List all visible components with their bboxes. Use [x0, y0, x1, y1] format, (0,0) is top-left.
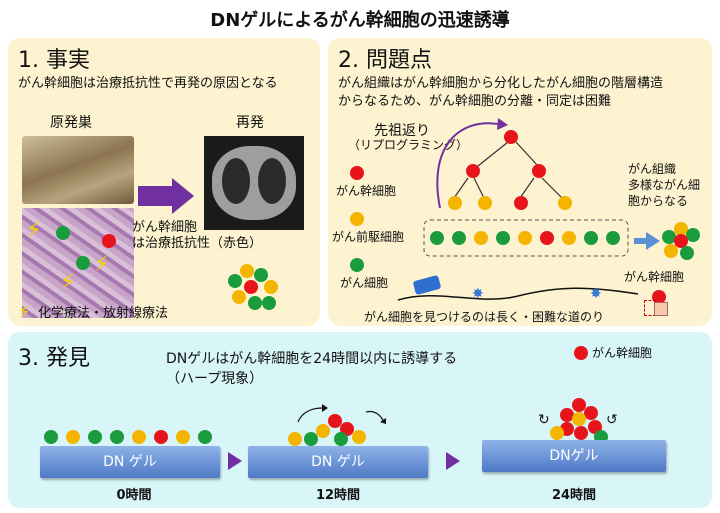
problem-text-line2: からなるため、がん幹細胞の分離・同定は困難	[338, 94, 612, 109]
time-label-0h: 0時間	[116, 488, 152, 503]
cancer-cell-dot	[56, 226, 70, 240]
stem-cell-dot	[504, 130, 518, 144]
legend-stem-label: がん幹細胞	[592, 346, 653, 360]
stem-cell-dot	[514, 196, 528, 210]
cells-24h	[550, 396, 610, 444]
therapy-legend: 化学療法・放射線療法	[38, 306, 169, 321]
lightning-icon: ⚡	[94, 252, 110, 277]
resistant-cluster	[228, 264, 280, 316]
problem-text-line1: がん組織はがん幹細胞から分化したがん細胞の階層構造	[338, 76, 664, 91]
relapse-label: 再発	[236, 115, 264, 131]
cell-row	[428, 231, 628, 247]
stem-cell-dot	[466, 164, 480, 178]
road-caption: がん細胞を見つけるのは長く・困難な道のり	[364, 310, 605, 324]
obstacle-icon: ✸	[472, 286, 484, 302]
tumor-specimen-image	[22, 136, 134, 204]
legend-progenitor-dot	[350, 212, 364, 226]
swirl-icon: ↺	[606, 412, 618, 428]
legend-progenitor-label: がん前駆細胞	[332, 230, 405, 244]
stem-found-label: がん幹細胞	[624, 270, 685, 284]
hierarchy-diagram	[397, 118, 660, 301]
progenitor-dot	[558, 196, 572, 210]
dn-gel-0h: DN ゲル	[40, 446, 220, 478]
obstacle-icon: ✸	[590, 286, 602, 302]
panel-discovery: 3. 発見 DNゲルはがん幹細胞を24時間以内に誘導する （ハープ現象） がん幹…	[8, 332, 712, 508]
destination-icon	[654, 302, 668, 316]
finding-line1: DNゲルはがん幹細胞を24時間以内に誘導する	[166, 351, 458, 367]
cells-0h	[42, 430, 222, 446]
migration-arrows	[297, 404, 386, 424]
page-title: DNゲルによるがん幹細胞の迅速誘導	[210, 10, 510, 31]
stem-cell-dot	[532, 164, 546, 178]
lightning-icon: ⚡	[60, 270, 76, 295]
finding-line2: （ハープ現象）	[166, 371, 264, 387]
reprogram-label: 先祖返り	[374, 123, 430, 139]
panel-problem-heading: 2. 問題点	[338, 48, 432, 73]
swirl-icon: ↻	[538, 412, 550, 428]
progenitor-dot	[478, 196, 492, 210]
panel-discovery-heading: 3. 発見	[18, 346, 90, 371]
progression-arrow-icon	[172, 178, 194, 214]
dn-gel-24h: DNゲル	[482, 440, 666, 472]
primary-tumor-label: 原発巣	[50, 115, 92, 131]
panel-fact-heading: 1. 事実	[18, 48, 90, 73]
arrow-icon	[446, 452, 460, 470]
time-label-24h: 24時間	[551, 488, 597, 503]
panel-problem: 2. 問題点 がん組織はがん幹細胞から分化したがん細胞の階層構造 からなるため、…	[328, 38, 712, 326]
stem-cell-dot	[102, 234, 116, 248]
legend-cancer-dot	[350, 258, 364, 272]
tissue-line1: がん組織	[628, 162, 677, 176]
lightning-icon: ⚡	[26, 218, 42, 243]
panel-fact: 1. 事実 がん幹細胞は治療抵抗性で再発の原因となる 原発巣 再発 がん幹細胞 …	[8, 38, 320, 326]
arrow-icon	[228, 452, 242, 470]
dn-gel-12h: DN ゲル	[248, 446, 428, 478]
tissue-line3: 胞からなる	[628, 194, 689, 208]
cancer-cell-dot	[76, 256, 90, 270]
legend-cancer-label: がん細胞	[340, 276, 389, 290]
legend-stem-dot	[350, 166, 364, 180]
tissue-line2: 多様ながん細	[628, 178, 701, 192]
ct-scan-image	[204, 136, 304, 230]
time-label-12h: 12時間	[315, 488, 361, 503]
reprogram-sublabel: （リプログラミング）	[348, 138, 469, 152]
legend-stem-label: がん幹細胞	[336, 184, 397, 198]
tissue-cluster	[662, 222, 702, 262]
stem-note-line1: がん幹細胞	[132, 220, 198, 235]
stem-note-line2: は治療抵抗性（赤色）	[132, 236, 263, 251]
progenitor-dot	[448, 196, 462, 210]
lightning-legend-icon: ⚡	[18, 302, 31, 323]
panel-fact-subtitle: がん幹細胞は治療抵抗性で再発の原因となる	[18, 76, 278, 91]
progression-arrow-body	[138, 186, 172, 206]
cells-12h	[280, 400, 390, 448]
legend-stem-dot	[574, 346, 588, 360]
